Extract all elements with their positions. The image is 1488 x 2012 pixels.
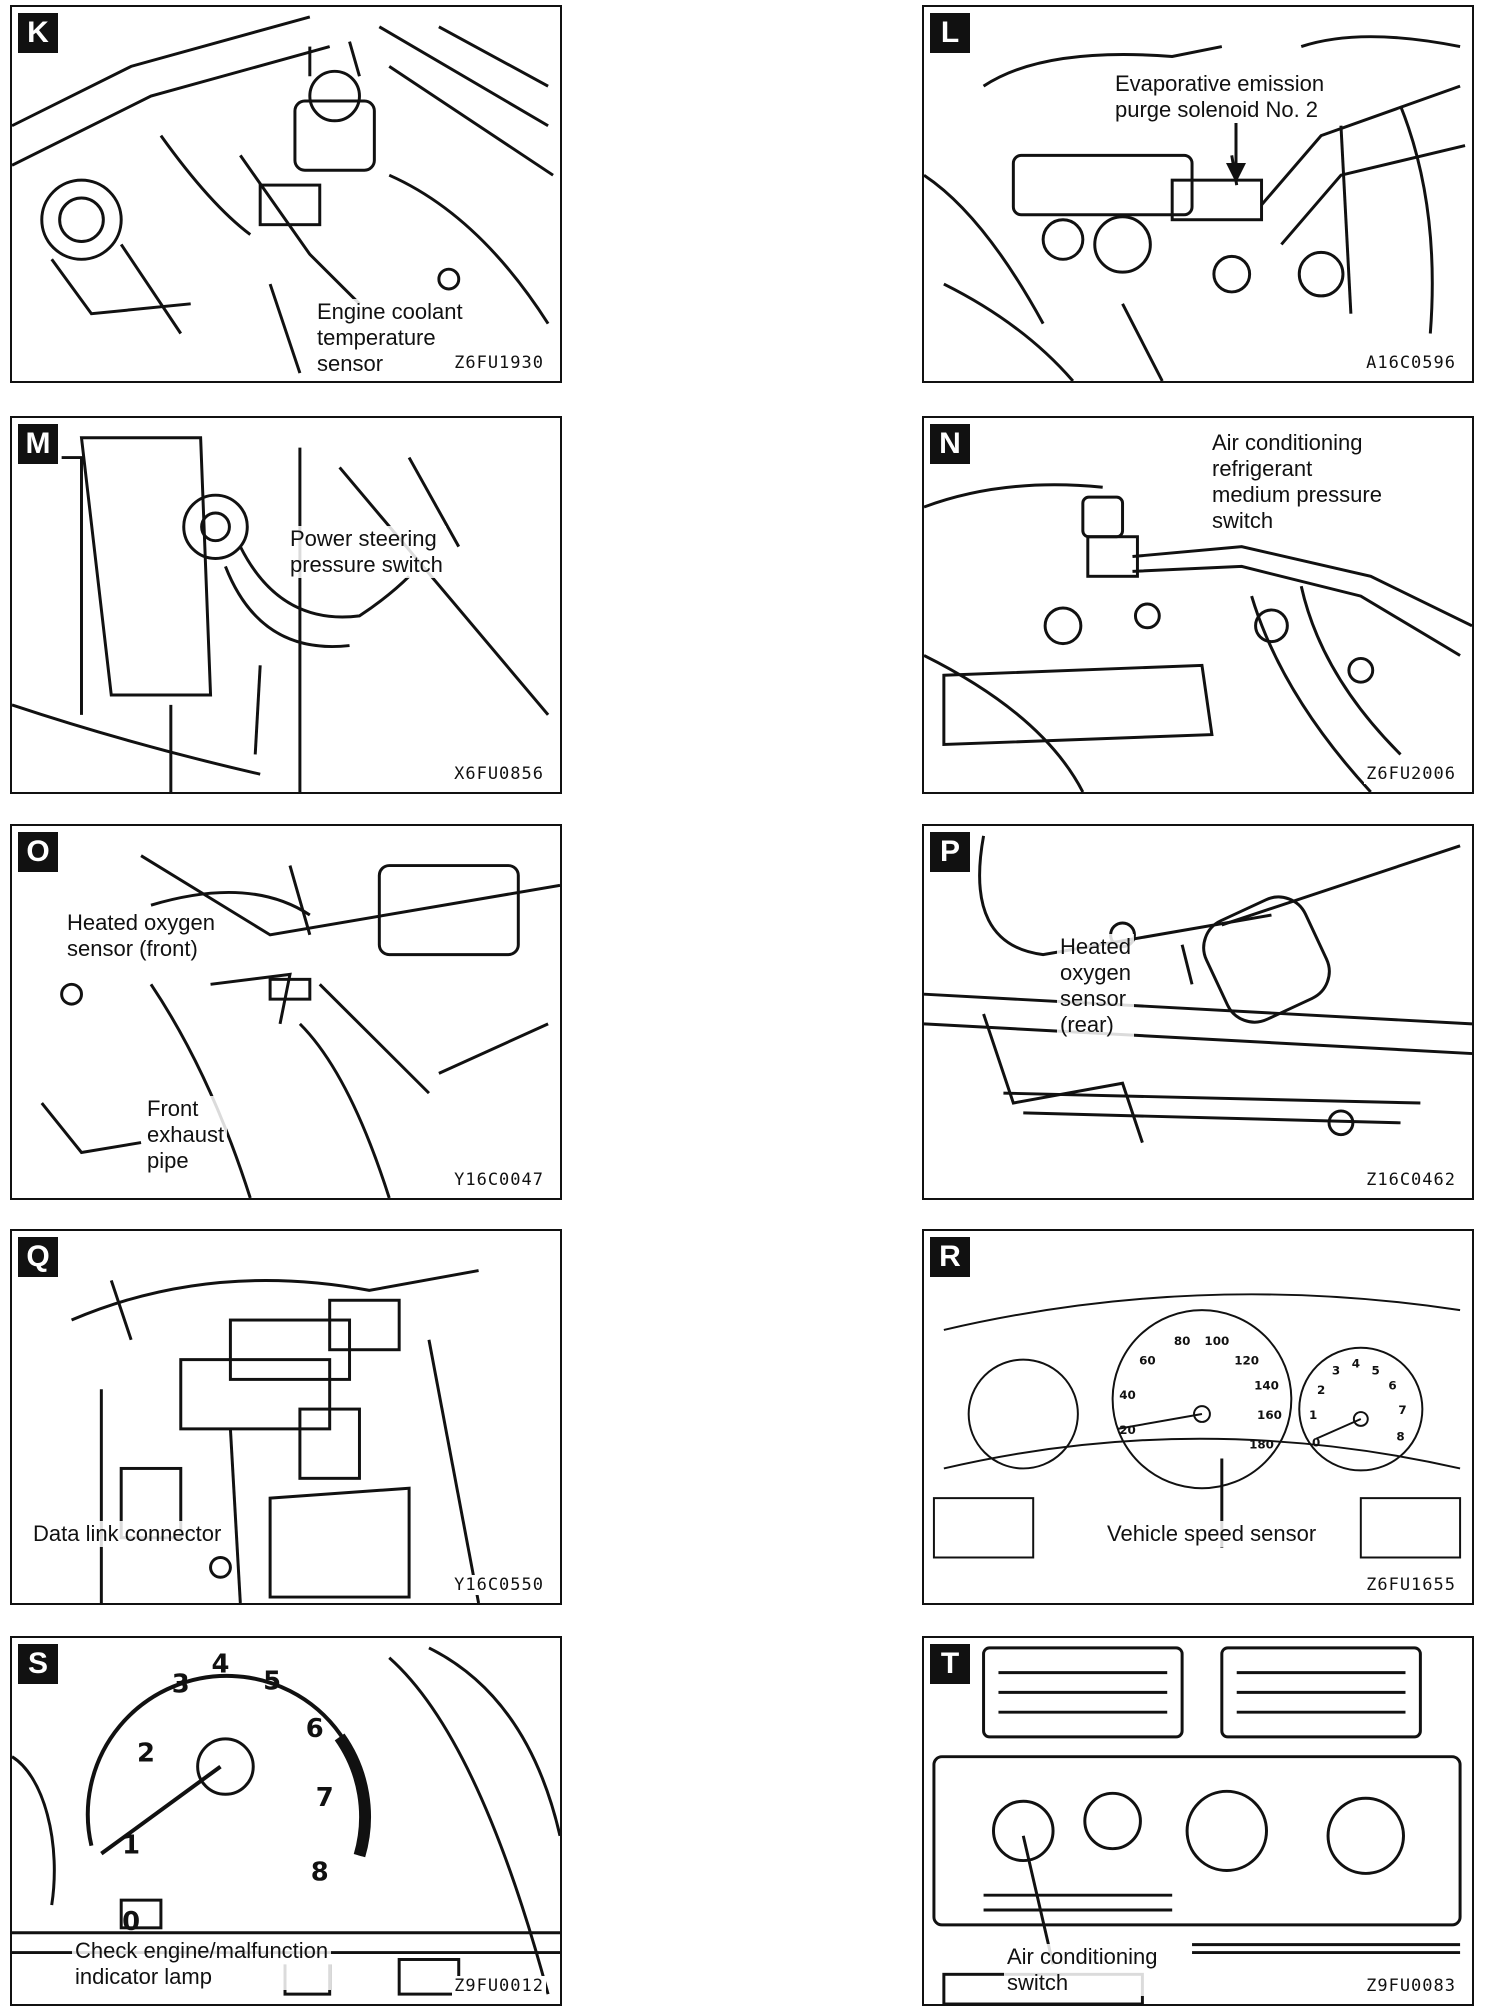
panel-p: P Heated oxygen sensor (rear) Z16C0462 — [922, 824, 1474, 1200]
tacho-number: 6 — [306, 1714, 324, 1744]
ac-switch-label: Air conditioning switch — [1004, 1944, 1161, 1996]
rear-oxygen-sensor-label: Heated oxygen sensor (rear) — [1057, 934, 1134, 1038]
figure-code: Z16C0462 — [1364, 1170, 1458, 1190]
front-oxygen-sensor-label: Heated oxygen sensor (front) — [64, 910, 218, 962]
power-steering-switch-illustration — [12, 436, 550, 792]
tacho-number: 4 — [212, 1650, 230, 1680]
engine-coolant-sensor-illustration — [12, 15, 554, 374]
panel-letter: M — [18, 424, 58, 464]
engine-coolant-temp-sensor-label: Engine coolant temperature sensor — [314, 299, 466, 377]
panel-n: N Air conditioning refrigerant medium pr… — [922, 416, 1474, 794]
panel-o: O Heated oxygen sensor (front) Front exh… — [10, 824, 562, 1200]
figure-code: Z6FU2006 — [1364, 764, 1458, 784]
front-exhaust-pipe-label: Front exhaust pipe — [144, 1096, 228, 1174]
speedo-tick: 80 — [1174, 1334, 1191, 1348]
rear-oxygen-sensor-illustration — [924, 835, 1472, 1144]
tacho-tick: 7 — [1398, 1403, 1406, 1417]
panel-s: 0 1 2 3 4 5 6 7 8 S Check engine/malfunc… — [10, 1636, 562, 2006]
tacho-tick: 8 — [1396, 1430, 1404, 1444]
figure-code: Z9FU0083 — [1364, 1976, 1458, 1996]
tacho-number: 1 — [122, 1831, 140, 1861]
panel-r: 20 40 60 80 100 120 140 160 180 0 1 2 3 … — [922, 1229, 1474, 1605]
speedo-tick: 40 — [1119, 1388, 1136, 1402]
evap-purge-solenoid-illustration — [924, 35, 1466, 381]
panel-letter: L — [930, 13, 970, 53]
figure-code: A16C0596 — [1364, 353, 1458, 373]
panel-t: T Air conditioning switch Z9FU0083 — [922, 1636, 1474, 2006]
front-oxygen-sensor-illustration — [40, 854, 560, 1198]
ac-medium-pressure-switch-illustration — [924, 483, 1472, 792]
panel-letter: N — [930, 424, 970, 464]
panel-k: K Engine coolant temperature sensor Z6FU… — [10, 5, 562, 383]
evap-purge-solenoid-label: Evaporative emission purge solenoid No. … — [1112, 71, 1328, 123]
panel-letter: K — [18, 13, 58, 53]
panel-letter: P — [930, 832, 970, 872]
data-link-connector-label: Data link connector — [30, 1521, 225, 1547]
tacho-number: 7 — [316, 1783, 334, 1813]
speedo-tick: 160 — [1257, 1408, 1282, 1422]
speedo-tick: 60 — [1139, 1354, 1156, 1368]
panel-l: L Evaporative emission purge solenoid No… — [922, 5, 1474, 383]
tacho-tick: 4 — [1352, 1357, 1360, 1371]
panel-m: M Power steering pressure switch X6FU085… — [10, 416, 562, 794]
figure-code: Y16C0047 — [452, 1170, 546, 1190]
speedo-tick: 120 — [1234, 1354, 1259, 1368]
ac-pressure-switch-label: Air conditioning refrigerant medium pres… — [1209, 430, 1385, 534]
tacho-number: 3 — [172, 1669, 190, 1699]
instrument-cluster-illustration: 20 40 60 80 100 120 140 160 180 0 1 2 3 … — [932, 1293, 1462, 1559]
power-steering-switch-label: Power steering pressure switch — [287, 526, 446, 578]
tacho-number: 5 — [263, 1666, 281, 1696]
vehicle-speed-sensor-label: Vehicle speed sensor — [1104, 1521, 1320, 1547]
climate-control-illustration — [932, 1646, 1462, 2004]
tacho-number: 8 — [311, 1857, 329, 1887]
speedo-tick: 140 — [1254, 1378, 1279, 1392]
tacho-number: 2 — [137, 1739, 155, 1769]
tacho-tick: 6 — [1388, 1378, 1396, 1392]
panel-letter: R — [930, 1237, 970, 1277]
figure-code: X6FU0856 — [452, 764, 546, 784]
figure-code: Z9FU0012 — [452, 1976, 546, 1996]
tacho-tick: 1 — [1309, 1408, 1317, 1422]
figure-code: Z6FU1655 — [1364, 1575, 1458, 1595]
figure-code: Y16C0550 — [452, 1575, 546, 1595]
panel-letter: S — [18, 1644, 58, 1684]
speedo-tick: 100 — [1204, 1334, 1229, 1348]
tacho-tick: 5 — [1372, 1363, 1380, 1377]
tacho-tick: 2 — [1317, 1383, 1325, 1397]
speedo-tick: 20 — [1119, 1423, 1136, 1437]
arrow-icon — [1226, 123, 1246, 183]
data-link-connector-illustration — [70, 1269, 481, 1603]
panel-letter: T — [930, 1644, 970, 1684]
tacho-number: 0 — [122, 1907, 140, 1937]
tacho-tick: 0 — [1312, 1436, 1320, 1450]
panel-letter: O — [18, 832, 58, 872]
speedo-tick: 180 — [1249, 1438, 1274, 1452]
tacho-tick: 3 — [1332, 1363, 1340, 1377]
panel-q: Q Data link connector Y16C0550 — [10, 1229, 562, 1605]
figure-code: Z6FU1930 — [452, 353, 546, 373]
check-engine-lamp-label: Check engine/malfunction indicator lamp — [72, 1938, 332, 1990]
panel-letter: Q — [18, 1237, 58, 1277]
